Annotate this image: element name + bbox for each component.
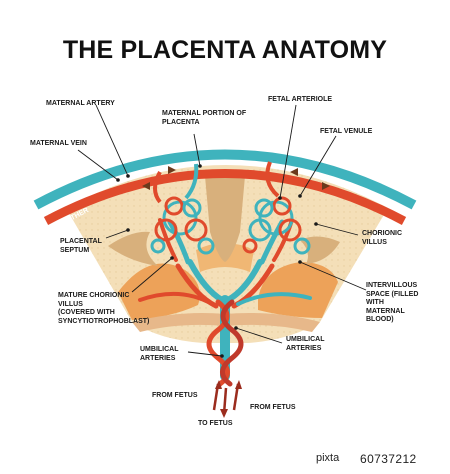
chorionic-villus-right: [242, 196, 311, 265]
label-umbilical-arteries-left: UMBILICAL ARTERIES: [140, 346, 179, 362]
band-flow-arrows: [142, 166, 330, 190]
band-divider: [40, 163, 410, 214]
maternal-vein-vessel: [184, 163, 199, 200]
leader-dots: [116, 164, 318, 358]
label-mature-chorionic-villus: MATURE CHORIONIC VILLUS (COVERED WITH SY…: [58, 292, 150, 325]
label-maternal-artery: MATERNAL ARTERY: [46, 100, 115, 107]
label-maternal-vein: MATERNAL VEIN: [30, 140, 87, 147]
intervillous-space-left: [118, 263, 200, 320]
cord-arrows: [212, 380, 242, 418]
label-from-fetus-right: FROM FETUS: [250, 404, 296, 411]
placental-septum-center: [205, 172, 245, 262]
label-umbilical-arteries-right: UMBILICAL ARTERIES: [286, 336, 325, 352]
placental-septum-left: [108, 231, 158, 266]
stem-branches: [138, 259, 312, 309]
label-chorionic-villus: CHORIONIC VILLUS: [362, 230, 403, 246]
watermark-id: 60737212: [360, 452, 417, 466]
label-fetal-venule: FETAL VENULE: [320, 128, 373, 135]
label-fetal-arteriole: FETAL ARTERIOLE: [268, 96, 333, 103]
fetal-arteriole-vessel: [265, 161, 280, 198]
label-from-fetus-left: FROM FETUS: [152, 392, 198, 399]
label-intervillous-space: INTERVILLOUS SPACE (FILLED WITH MATERNAL…: [366, 282, 419, 323]
label-to-fetus: TO FETUS: [198, 420, 233, 427]
page-title: THE PLACENTA ANATOMY: [62, 36, 388, 64]
label-maternal-portion: MATERNAL PORTION OF PLACENTA: [162, 110, 247, 126]
watermark-bar: [0, 447, 450, 469]
maternal-vein-band: [33, 149, 417, 210]
maternal-artery-vessel: [153, 171, 162, 204]
intervillous-space-right: [258, 262, 338, 318]
watermark-logo: pixta: [316, 452, 340, 464]
umbilical-cord: [206, 295, 244, 387]
label-placental-septum: PLACENTAL SEPTUM: [60, 238, 102, 254]
chorionic-villus-left: [150, 196, 215, 265]
maternal-artery-band: [43, 169, 407, 225]
leader-lines: [77, 104, 367, 357]
